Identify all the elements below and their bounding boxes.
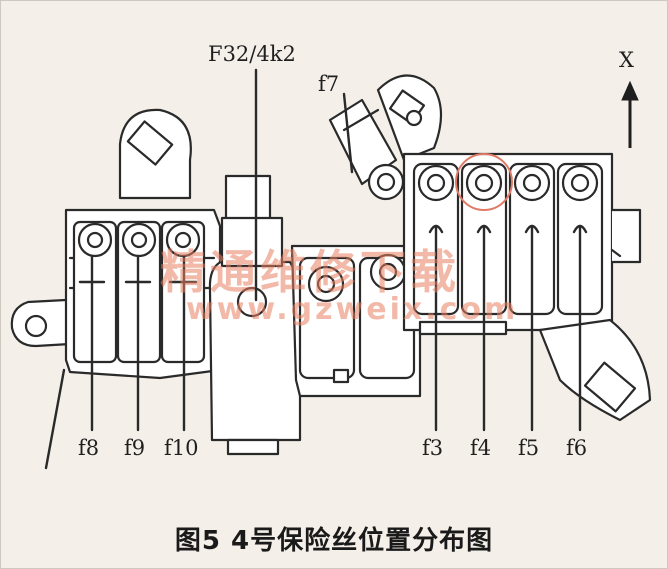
label-f5: f5	[518, 436, 540, 460]
label-f32-4k2: F32/4k2	[208, 42, 296, 66]
middle-terminal-1	[298, 256, 356, 380]
leader-left-unlabeled	[44, 368, 66, 470]
label-f9: f9	[124, 436, 146, 460]
fuse-f8	[72, 220, 118, 364]
label-x-axis: X	[619, 48, 634, 72]
watermark-url: www.gzweix.com	[186, 292, 519, 327]
figure-caption: 图5 4号保险丝位置分布图	[174, 526, 494, 556]
label-f4: f4	[470, 436, 492, 460]
label-f10: f10	[164, 436, 199, 460]
label-f3: f3	[422, 436, 444, 460]
f4-highlight-ring	[455, 153, 513, 211]
right-bottom-bracket	[538, 318, 652, 422]
label-f6: f6	[566, 436, 588, 460]
leader-f7	[342, 92, 354, 174]
label-f7: f7	[318, 72, 340, 96]
label-f8: f8	[78, 436, 100, 460]
middle-terminal-2	[358, 253, 416, 380]
x-direction-arrow	[621, 80, 639, 148]
watermark-chinese: 精通维修下载	[160, 245, 460, 299]
left-mount-hole	[24, 314, 48, 338]
